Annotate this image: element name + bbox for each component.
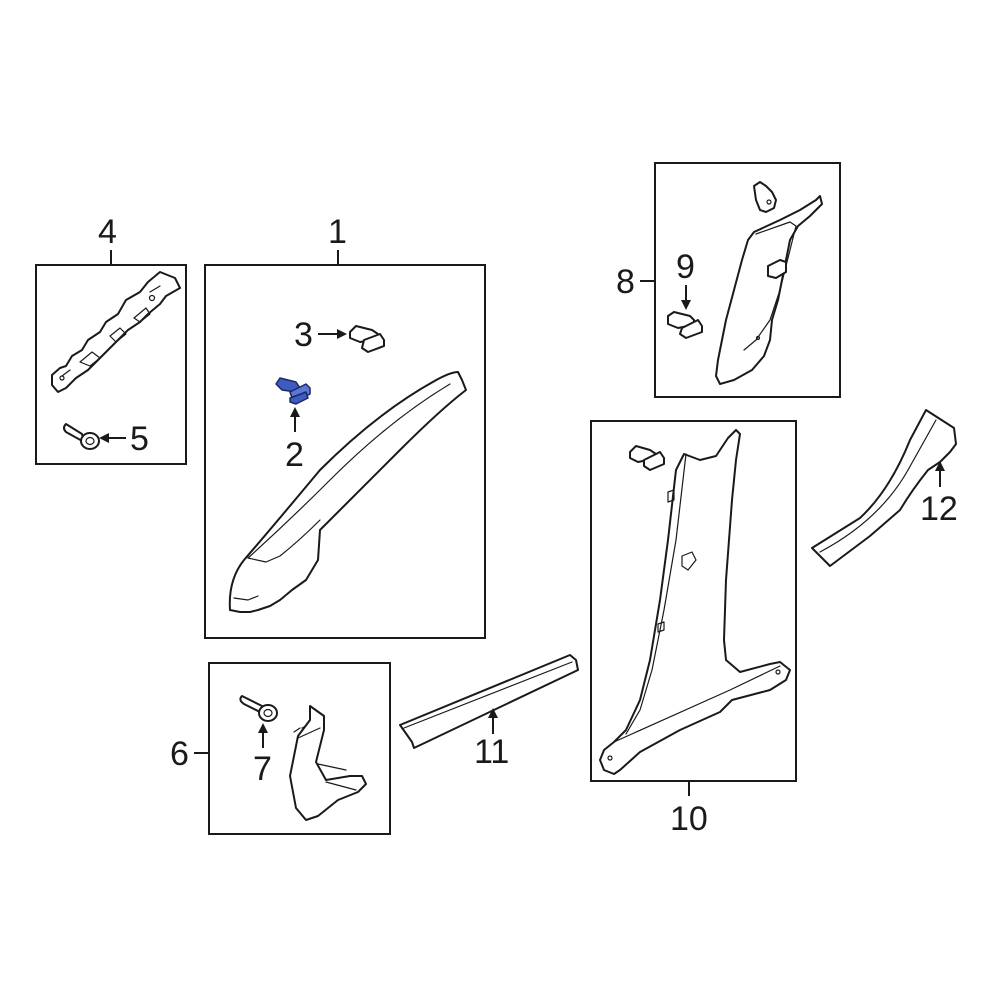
upper-pillar-trim-part-8[interactable]	[715, 195, 823, 385]
bolt-part-5[interactable]	[63, 423, 126, 450]
lower-trim-part-6[interactable]	[289, 705, 367, 821]
clip-part-2-highlighted[interactable]	[275, 377, 311, 432]
callout-1[interactable]: 1	[328, 213, 347, 251]
callout-5[interactable]: 5	[130, 420, 149, 458]
clip-part-10[interactable]	[629, 445, 665, 471]
bolt-part-7[interactable]	[239, 695, 278, 748]
pillar-trim-part-1[interactable]	[228, 371, 467, 613]
clip-top-part-8[interactable]	[753, 181, 777, 213]
callout-6[interactable]: 6	[170, 735, 189, 773]
callout-4[interactable]: 4	[98, 213, 117, 251]
clip-part-3[interactable]	[318, 325, 385, 353]
group-box-6	[194, 662, 391, 835]
lower-pillar-trim-part-10[interactable]	[599, 429, 791, 775]
callout-7[interactable]: 7	[253, 750, 272, 788]
trim-part-12[interactable]	[811, 409, 957, 567]
callout-9[interactable]: 9	[676, 248, 695, 286]
callout-10[interactable]: 10	[670, 800, 708, 838]
sill-plate-part-11[interactable]	[399, 654, 579, 749]
callout-11[interactable]: 11	[474, 733, 509, 771]
callout-8[interactable]: 8	[616, 263, 635, 301]
callout-2[interactable]: 2	[285, 436, 304, 474]
clip-part-9[interactable]	[667, 285, 703, 339]
bracket-part-4[interactable]	[51, 271, 181, 393]
callout-3[interactable]: 3	[294, 316, 313, 354]
callout-12[interactable]: 12	[920, 490, 958, 528]
